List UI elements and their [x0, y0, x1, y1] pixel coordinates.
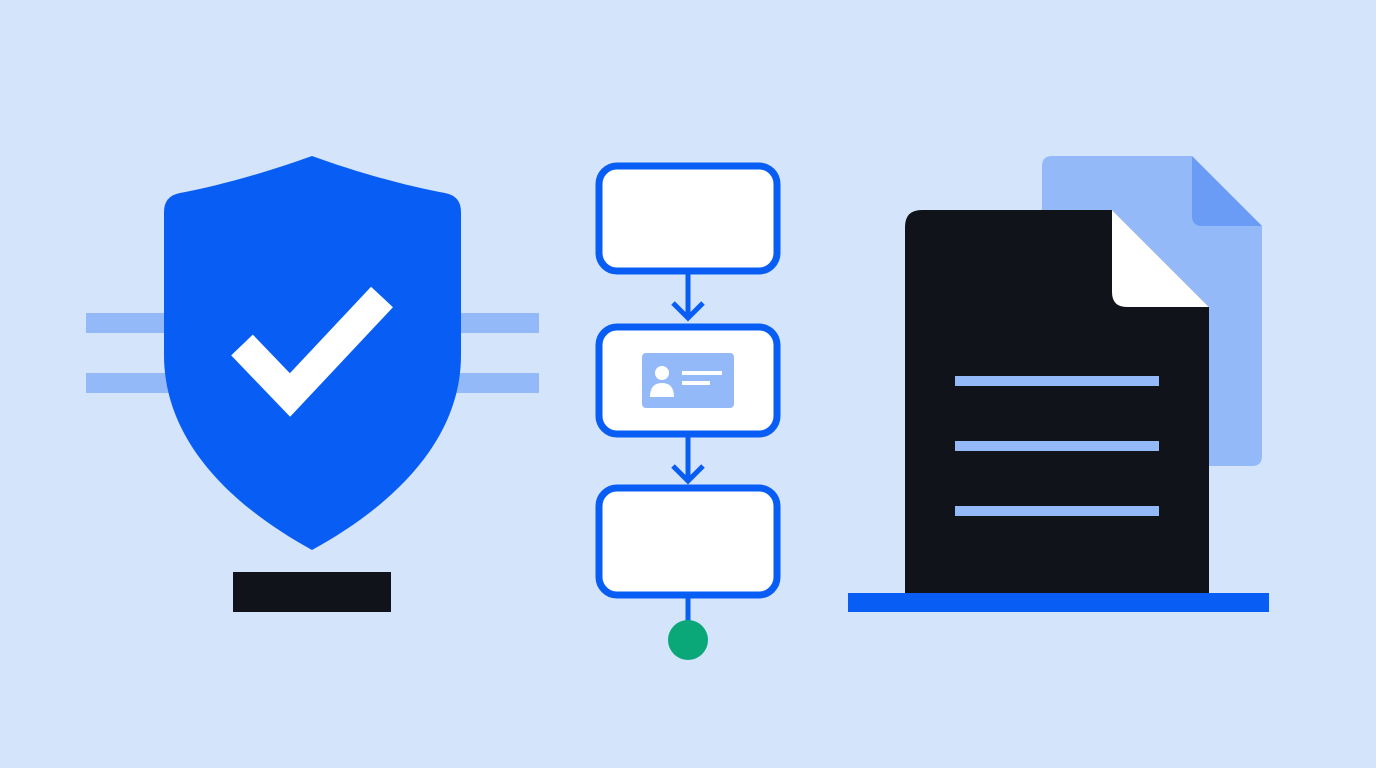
- document-text-line-2: [955, 441, 1159, 451]
- document-icon: [848, 156, 1269, 612]
- document-text-line-1: [955, 376, 1159, 386]
- shield-side-bar-bottom-right: [450, 373, 539, 393]
- flowchart-icon: [595, 162, 781, 660]
- front-document-fold: [1112, 210, 1209, 307]
- shield-check-icon: [86, 156, 539, 612]
- arrow-down-icon: [671, 464, 705, 485]
- end-node-icon: [668, 620, 708, 660]
- arrow-down-icon: [671, 301, 705, 322]
- shield-side-bar-bottom-left: [86, 373, 176, 393]
- document-text-line-3: [955, 506, 1159, 516]
- back-document-fold: [1192, 156, 1262, 226]
- id-card-icon: [642, 353, 734, 408]
- flow-step-1: [595, 162, 781, 275]
- shield-side-bar-top-left: [86, 313, 176, 333]
- flow-step-3: [595, 484, 781, 599]
- shield-base-bar: [233, 572, 391, 612]
- check-mark: [231, 286, 393, 417]
- document-base-bar: [848, 593, 1269, 612]
- shield-side-bar-top-right: [450, 313, 539, 333]
